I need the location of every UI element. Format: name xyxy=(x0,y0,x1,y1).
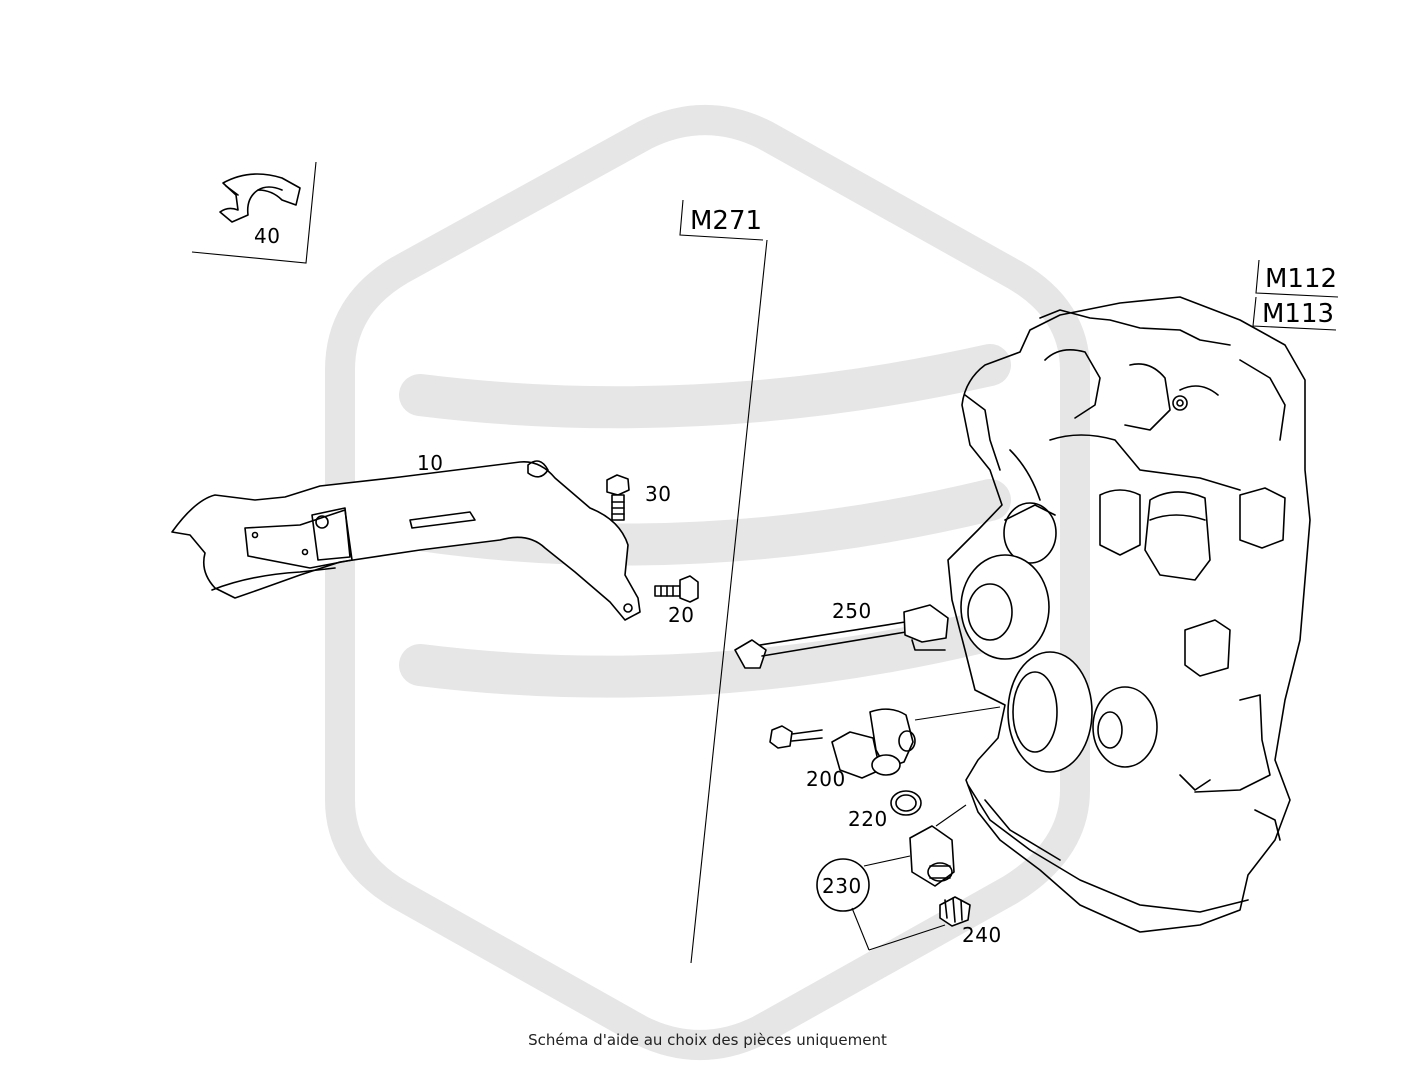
part-label-250: 250 xyxy=(832,599,872,623)
part-label-220: 220 xyxy=(848,807,888,831)
part-220-seal[interactable]: 220 xyxy=(848,790,922,831)
engine-block-drawing xyxy=(947,296,1311,933)
svg-text:M113: M113 xyxy=(1262,299,1334,329)
part-230-sensor[interactable]: 230 xyxy=(816,804,967,951)
part-40-clip[interactable]: 40 xyxy=(191,161,317,264)
part-label-20: 20 xyxy=(668,603,694,627)
part-20-bolt[interactable]: 20 xyxy=(654,575,699,627)
part-240-sensor[interactable]: 240 xyxy=(939,896,1002,947)
part-250-sensor[interactable]: 250 xyxy=(734,599,949,669)
engine-label-m113: M113 xyxy=(1252,296,1337,331)
engine-label-m112: M112 xyxy=(1255,259,1339,298)
part-30-bolt[interactable]: 30 xyxy=(606,474,671,521)
part-label-40: 40 xyxy=(254,224,280,248)
part-label-10: 10 xyxy=(417,451,443,475)
part-label-240: 240 xyxy=(962,923,1002,947)
engine-label-m271: M271 xyxy=(679,199,764,241)
part-label-200: 200 xyxy=(806,767,846,791)
diagram-caption: Schéma d'aide au choix des pièces unique… xyxy=(528,1031,887,1049)
section-divider-line xyxy=(690,239,768,964)
part-label-30: 30 xyxy=(645,482,671,506)
part-200-housing[interactable]: 200 xyxy=(769,706,1001,791)
part-10-heat-shield[interactable]: 10 xyxy=(171,451,641,621)
svg-text:M112: M112 xyxy=(1265,264,1337,294)
part-label-230: 230 xyxy=(822,874,862,898)
svg-text:M271: M271 xyxy=(690,206,762,236)
